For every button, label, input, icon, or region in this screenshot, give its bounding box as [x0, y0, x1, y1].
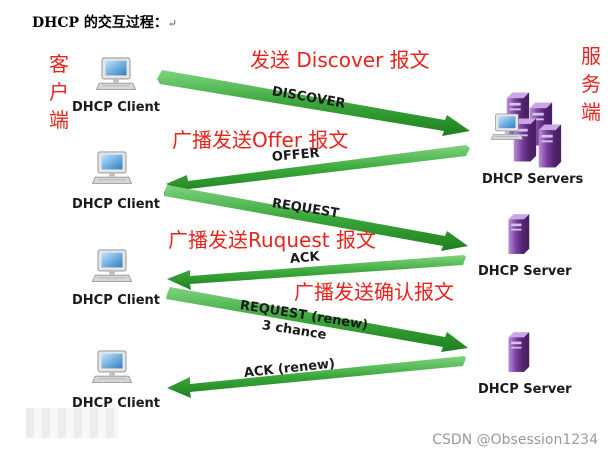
annotation-discover: 发送 Discover 报文 — [250, 48, 430, 72]
server-label: DHCP Server — [478, 264, 572, 279]
arrow-ack-renew — [167, 356, 466, 398]
title-return-mark: ↵ — [167, 17, 178, 30]
client-label: DHCP Client — [72, 396, 161, 411]
watermark: CSDN @Obsession1234 — [432, 432, 598, 448]
annotation-request: 广播发送Ruquest 报文 — [168, 228, 376, 252]
page-title: DHCP 的交互过程：↵ — [32, 12, 177, 32]
blurred-region — [26, 408, 118, 438]
server-label: DHCP Server — [478, 382, 572, 397]
server-side-label: 服务端 — [581, 44, 601, 124]
client-label: DHCP Client — [72, 100, 161, 115]
client-computer-icon — [91, 350, 133, 383]
arrow-request-renew — [166, 287, 468, 352]
client-label: DHCP Client — [72, 293, 161, 308]
client-computer-icon — [91, 151, 133, 184]
client-label: DHCP Client — [72, 197, 161, 212]
server-cluster-icon — [490, 92, 562, 168]
client-side-label: 客户端 — [49, 52, 69, 132]
arrow-ack — [167, 255, 466, 290]
annotation-ack: 广播发送确认报文 — [294, 280, 454, 304]
arrow-discover — [157, 70, 470, 136]
title-text: DHCP 的交互过程： — [32, 15, 168, 31]
client-computer-icon — [95, 57, 137, 90]
arrow-request — [164, 185, 468, 251]
server-icon — [508, 214, 530, 254]
arrow-offer — [166, 145, 470, 195]
client-computer-icon — [91, 249, 133, 282]
annotation-offer: 广播发送Offer 报文 — [172, 128, 349, 152]
server-label: DHCP Servers — [482, 172, 584, 187]
server-icon — [508, 332, 530, 372]
